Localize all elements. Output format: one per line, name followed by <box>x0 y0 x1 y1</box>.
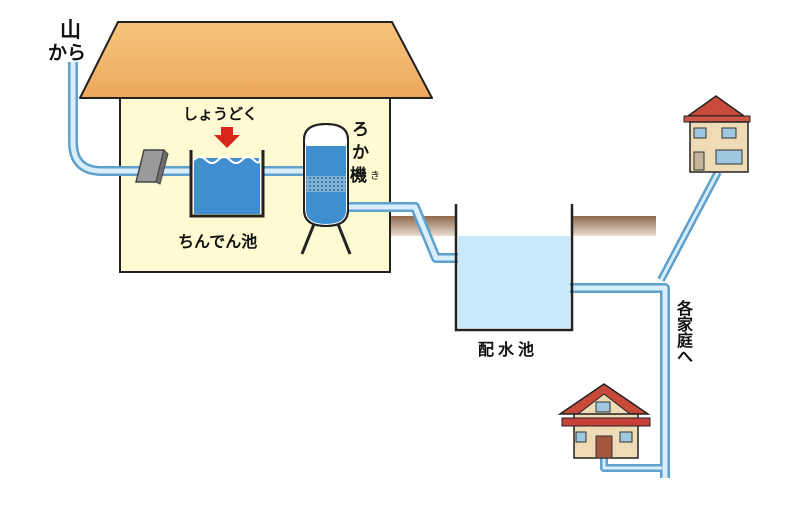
reservoir-water <box>458 236 570 328</box>
filter-water-bottom <box>306 192 346 224</box>
label-filter-ka: か <box>352 143 369 163</box>
pipe-to-upper-house <box>657 170 722 282</box>
filter-machine <box>300 122 352 255</box>
label-reservoir: 配水池 <box>478 340 539 359</box>
settling-tank-water <box>194 158 260 214</box>
filter-leg-left <box>300 223 316 255</box>
valve <box>135 149 169 185</box>
pipe-to-lower-house <box>600 458 662 472</box>
label-source-mountain: 山 <box>60 18 81 42</box>
house-upper <box>683 95 751 173</box>
label-filter-ro: ろ <box>352 120 369 140</box>
building-roof <box>79 21 433 99</box>
label-filter-ki: 機 <box>350 166 367 186</box>
settling-tank-walls <box>189 150 265 218</box>
label-filter-ruby: き <box>370 171 380 182</box>
label-disinfection: しょうどく <box>183 105 258 123</box>
filter-leg-right <box>336 223 352 255</box>
ground-strip-right <box>572 216 656 236</box>
filter-water-top <box>306 146 346 176</box>
label-to-homes: 各家庭へ <box>674 300 693 364</box>
label-settling-tank: ちんでん池 <box>178 232 258 251</box>
intake-pipe <box>68 62 192 176</box>
filter-media <box>306 176 346 192</box>
reservoir-walls <box>454 204 574 332</box>
disinfection-arrow <box>214 127 240 148</box>
reservoir <box>454 204 574 332</box>
settling-tank <box>189 150 265 218</box>
reservoir-outlet-pipe <box>570 283 670 478</box>
settling-tank-wave <box>193 156 261 164</box>
house-lower <box>557 383 651 459</box>
label-source-from: から <box>48 42 87 64</box>
filter-to-reservoir-pipe <box>346 202 460 263</box>
